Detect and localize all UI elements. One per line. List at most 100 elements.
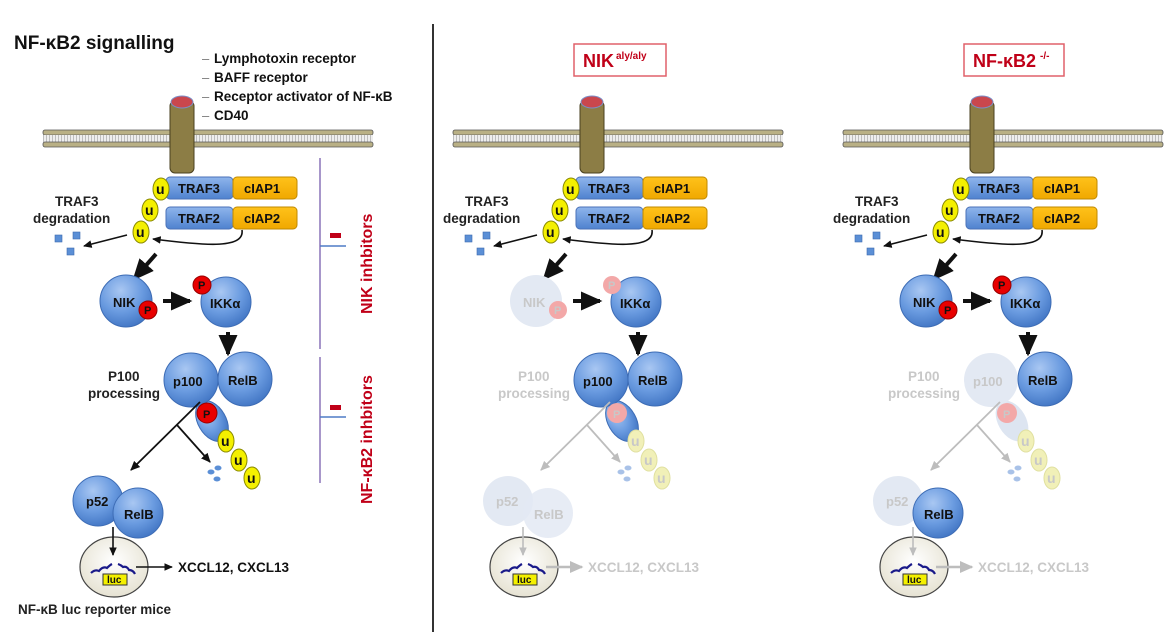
processing-arrow-p52: [930, 401, 1001, 471]
relb-label: RelB: [228, 373, 258, 388]
ubiquitin-label: u: [145, 202, 154, 218]
degradation-arrow: [883, 234, 928, 248]
phospho-label: P: [554, 305, 561, 317]
ikka-protein: [200, 276, 252, 328]
degradation-fragment: [1013, 476, 1021, 482]
activation-arrow: [932, 252, 958, 281]
membrane-inner-layer: [42, 141, 374, 148]
cell-membrane: [42, 129, 374, 148]
degradation-fragment: [482, 231, 491, 240]
p52-protein: [873, 476, 923, 526]
target-genes-label: XCCL12, CXCL13: [978, 560, 1090, 575]
target-genes-label: XCCL12, CXCL13: [178, 560, 290, 575]
ubiquitin: [932, 220, 950, 244]
ikka-label: IKKα: [620, 296, 650, 311]
nik-label: NIK: [113, 295, 136, 310]
receptor-item: BAFF receptor: [214, 70, 309, 85]
degradation-fragment: [213, 476, 221, 482]
phospho-label: P: [608, 280, 615, 292]
ciap2-box: [232, 206, 298, 230]
p100-processing-label: processing: [498, 386, 570, 401]
inhibitor-brackets: NIK inhbitors NF-κB2 inhbitors: [319, 158, 376, 504]
list-bullet: –: [202, 108, 210, 123]
ubiquitin-label: u: [945, 202, 954, 218]
nik-protein: [510, 275, 562, 327]
cell-membrane: [842, 129, 1164, 148]
degradation-fragment: [207, 469, 215, 475]
degradation-fragment: [1007, 469, 1015, 475]
traf2-label: TRAF2: [178, 211, 220, 226]
receptor: [969, 100, 995, 174]
p100-processing-label: P100: [108, 369, 140, 384]
degradation-fragment: [464, 234, 473, 243]
membrane-outer-layer: [452, 129, 784, 136]
nik-protein: [99, 274, 153, 328]
activation-arrow: [542, 252, 568, 281]
degradation-fragment: [624, 465, 632, 471]
ikka-label: IKKα: [1010, 296, 1040, 311]
phospho-label: P: [998, 280, 1005, 292]
degradation-fragment: [872, 231, 881, 240]
ubiquitin-label: u: [555, 202, 564, 218]
cell-membrane: [452, 129, 784, 148]
receptor: [579, 100, 605, 174]
phospho-site: [938, 300, 958, 320]
nik-inhibitors-label: NIK inhbitors: [359, 213, 376, 314]
dna-strand: [90, 563, 113, 574]
ubiquitination-arrow: [562, 229, 653, 246]
ciap1-label: cIAP1: [1044, 181, 1080, 196]
phospho-label: P: [203, 409, 210, 421]
luc-reporter-box: [902, 573, 928, 586]
ubiquitin: [952, 177, 970, 201]
ubiquitination-arrow: [152, 229, 243, 246]
receptor-item: Receptor activator of NF-κB: [214, 89, 393, 104]
membrane-outer-layer: [42, 129, 374, 136]
p100-processing-label: P100: [518, 369, 550, 384]
luc-reporter-box: [102, 573, 128, 586]
phospho-label: P: [198, 280, 205, 292]
ubiquitin: [640, 448, 658, 472]
phospho-site: [138, 300, 158, 320]
degradation-fragment: [476, 247, 485, 256]
ikka-label: IKKα: [210, 296, 240, 311]
p100-protein: [964, 353, 1018, 407]
nfkb2-inhibitors-label: NF-κB2 inhbitors: [359, 375, 376, 504]
traf2-label: TRAF2: [978, 211, 1020, 226]
ciap1-box: [1032, 176, 1098, 200]
p52-label: p52: [496, 494, 518, 509]
header-superscript: -/-: [1040, 51, 1049, 62]
processing-arrow-p52: [130, 401, 201, 471]
degradation-fragment: [72, 231, 81, 240]
degradation-fragment: [214, 465, 222, 471]
panel-header-nfkb2-ko: NF-κB2 -/-: [963, 43, 1065, 77]
activation-arrow: [132, 252, 158, 281]
target-genes-label: XCCL12, CXCL13: [588, 560, 700, 575]
phospho-site: [192, 275, 212, 295]
degradation-fragment: [617, 469, 625, 475]
ikka-protein: [610, 276, 662, 328]
ciap2-box: [1032, 206, 1098, 230]
receptor-ligand-cap: [170, 95, 194, 109]
ubiquitin-label: u: [156, 181, 165, 197]
relb-label: RelB: [924, 507, 954, 522]
nik-label: NIK: [523, 295, 546, 310]
membrane-inner-layer: [452, 141, 784, 148]
dna-strand: [117, 562, 136, 575]
p100-processing-label: P100: [908, 369, 940, 384]
relb-protein: [912, 487, 964, 539]
ubiquitin-label: u: [566, 181, 575, 197]
ubiquitin: [132, 220, 150, 244]
dna-strand: [500, 563, 523, 574]
relb-protein: [627, 351, 683, 407]
ikka-protein: [1000, 276, 1052, 328]
ubiquitin-label: u: [546, 224, 555, 240]
phospho-site: [196, 402, 218, 424]
membrane-lipid-core: [453, 135, 783, 142]
degradation-fragment: [854, 234, 863, 243]
ubiquitin: [1030, 448, 1048, 472]
ubiquitin-label: u: [644, 452, 653, 468]
ubiquitin: [141, 198, 159, 222]
